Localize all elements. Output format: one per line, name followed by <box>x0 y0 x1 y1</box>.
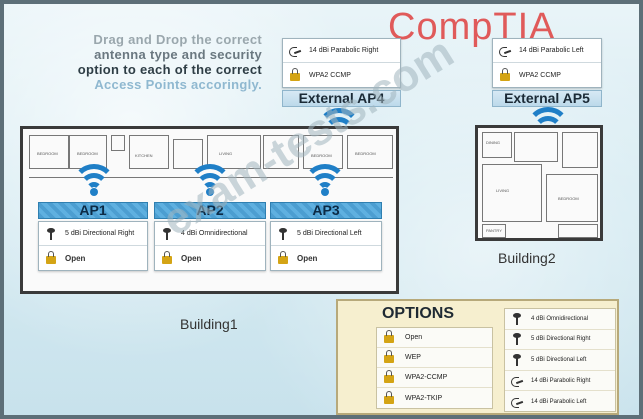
instruction-line: Access Points accoringly. <box>94 77 262 92</box>
option-label: 14 dBi Parabolic Right <box>531 377 591 384</box>
ap4-drop-card: 14 dBi Parabolic Right WPA2 CCMP <box>282 38 401 88</box>
lock-icon <box>499 67 511 81</box>
instruction-line: Drag and Drop the correct <box>93 32 262 47</box>
option-antenna-parabolic-left[interactable]: 14 dBi Parabolic Left <box>505 391 615 412</box>
directional-antenna-icon <box>277 227 289 240</box>
lock-icon <box>383 330 395 344</box>
option-security-open[interactable]: Open <box>377 328 492 348</box>
lock-icon <box>383 390 395 404</box>
lock-icon <box>289 67 301 81</box>
ap2-antenna-slot[interactable]: 4 dBi Omnidirectional <box>155 222 265 246</box>
ap4-banner: External AP4 <box>282 90 401 107</box>
ap1-drop-card: 5 dBi Directional Right Open <box>38 221 148 271</box>
ap1-security-label: Open <box>65 253 86 263</box>
option-label: 5 dBi Directional Left <box>531 356 587 363</box>
ap3-security-slot[interactable]: Open <box>271 246 381 270</box>
security-options-list: Open WEP WPA2-CCMP WPA2-TKIP <box>376 327 493 409</box>
ap2-security-label: Open <box>181 253 202 263</box>
ap1-antenna-label: 5 dBi Directional Right <box>65 230 135 237</box>
lock-icon <box>277 250 289 264</box>
ap2-security-slot[interactable]: Open <box>155 246 265 270</box>
ap5-security-label: WPA2 CCMP <box>519 71 561 79</box>
option-antenna-parabolic-right[interactable]: 14 dBi Parabolic Right <box>505 371 615 392</box>
option-antenna-directional-right[interactable]: 5 dBi Directional Right <box>505 330 615 351</box>
building2-floorplan: DINING LIVING BEDROOM PANTRY <box>475 125 603 241</box>
parabolic-dish-icon <box>511 396 523 408</box>
instruction-line: option to each of the correct <box>77 62 262 77</box>
ap2-banner: AP2 <box>154 202 266 219</box>
option-label: 5 dBi Directional Right <box>531 336 591 343</box>
building1-label: Building1 <box>180 316 238 332</box>
ap4-antenna-label: 14 dBi Parabolic Right <box>309 47 379 54</box>
ap3-security-label: Open <box>297 253 318 263</box>
option-antenna-omni[interactable]: 4 dBi Omnidirectional <box>505 309 615 330</box>
option-label: 4 dBi Omnidirectional <box>531 315 589 322</box>
directional-antenna-icon <box>511 353 523 366</box>
ap3-banner: AP3 <box>270 202 382 219</box>
ap4-security-label: WPA2 CCMP <box>309 71 351 79</box>
antenna-options-list: 4 dBi Omnidirectional 5 dBi Directional … <box>504 308 616 412</box>
ap5-banner: External AP5 <box>492 90 602 107</box>
ap4-antenna-slot[interactable]: 14 dBi Parabolic Right <box>283 39 400 63</box>
options-panel: OPTIONS Open WEP WPA2-CCMP WPA2-TKIP <box>336 299 619 415</box>
option-label: WPA2-CCMP <box>405 374 448 381</box>
parabolic-dish-icon <box>289 45 301 57</box>
wifi-icon <box>301 164 349 198</box>
lock-icon <box>45 250 57 264</box>
ap5-drop-card: 14 dBi Parabolic Left WPA2 CCMP <box>492 38 602 88</box>
option-label: Open <box>405 334 423 341</box>
lock-icon <box>383 350 395 364</box>
wifi-icon <box>70 164 118 198</box>
parabolic-dish-icon <box>511 375 523 387</box>
option-antenna-directional-left[interactable]: 5 dBi Directional Left <box>505 350 615 371</box>
option-label: WEP <box>405 354 421 361</box>
ap3-drop-card: 5 dBi Directional Left Open <box>270 221 382 271</box>
option-label: 14 dBi Parabolic Left <box>531 398 587 405</box>
ap2-antenna-label: 4 dBi Omnidirectional <box>181 230 248 237</box>
lock-icon <box>383 370 395 384</box>
directional-antenna-icon <box>45 227 57 240</box>
option-security-wpa2-tkip[interactable]: WPA2-TKIP <box>377 388 492 408</box>
ap5-security-slot[interactable]: WPA2 CCMP <box>493 63 601 87</box>
option-label: WPA2-TKIP <box>405 394 443 402</box>
lock-icon <box>161 250 173 264</box>
wifi-icon <box>186 164 234 198</box>
ap3-antenna-slot[interactable]: 5 dBi Directional Left <box>271 222 381 246</box>
ap5-antenna-slot[interactable]: 14 dBi Parabolic Left <box>493 39 601 63</box>
parabolic-dish-icon <box>499 45 511 57</box>
option-security-wpa2-ccmp[interactable]: WPA2-CCMP <box>377 368 492 388</box>
ap1-security-slot[interactable]: Open <box>39 246 147 270</box>
ap1-banner: AP1 <box>38 202 148 219</box>
instruction-line: antenna type and security <box>94 47 262 62</box>
options-title: OPTIONS <box>381 305 454 322</box>
ap1-antenna-slot[interactable]: 5 dBi Directional Right <box>39 222 147 246</box>
ap3-antenna-label: 5 dBi Directional Left <box>297 230 362 237</box>
directional-antenna-icon <box>511 333 523 346</box>
ap2-drop-card: 4 dBi Omnidirectional Open <box>154 221 266 271</box>
option-security-wep[interactable]: WEP <box>377 348 492 368</box>
ap5-antenna-label: 14 dBi Parabolic Left <box>519 47 584 54</box>
omni-antenna-icon <box>161 227 173 240</box>
ap4-security-slot[interactable]: WPA2 CCMP <box>283 63 400 87</box>
instructions: Drag and Drop the correct antenna type a… <box>42 32 262 92</box>
building2-label: Building2 <box>498 250 556 266</box>
omni-antenna-icon <box>511 312 523 325</box>
